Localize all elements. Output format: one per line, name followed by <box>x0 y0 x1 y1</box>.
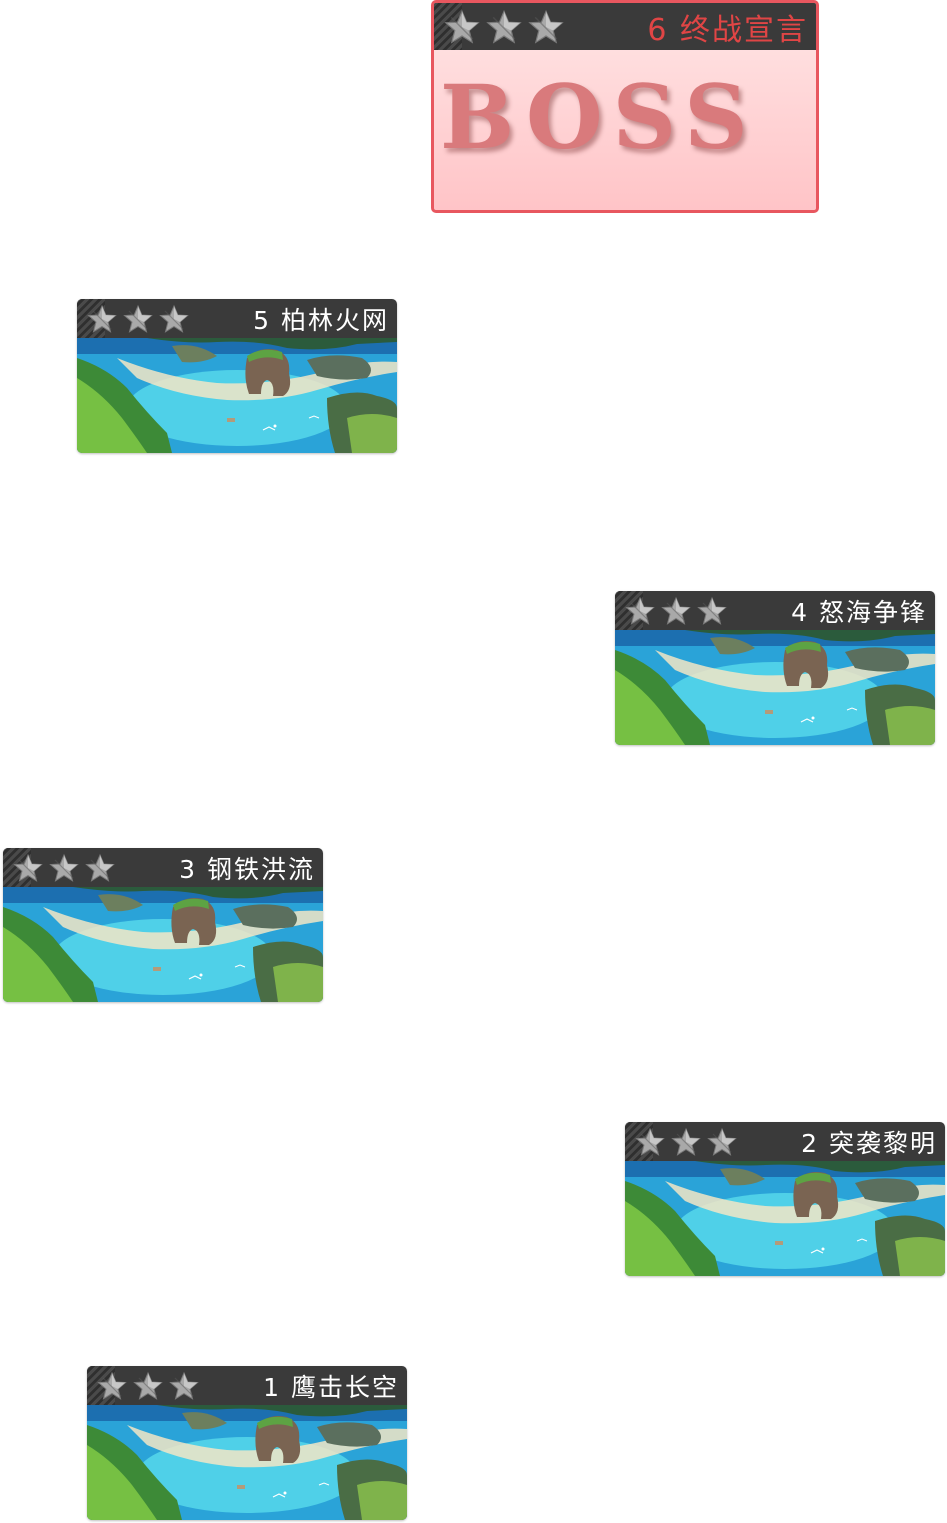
level-card-boss[interactable]: 6 终战宣言 BOSS <box>431 0 819 213</box>
level-card-3[interactable]: 3 钢铁洪流 <box>3 848 323 1002</box>
level-header: 5 柏林火网 <box>77 299 397 338</box>
star-icon <box>97 1371 127 1401</box>
star-icon <box>671 1127 701 1157</box>
star-icon <box>625 596 655 626</box>
level-title: 4 怒海争锋 <box>791 597 927 627</box>
star-rating <box>434 9 564 45</box>
level-card-4[interactable]: 4 怒海争锋 <box>615 591 935 745</box>
level-card-1[interactable]: 1 鹰击长空 <box>87 1366 407 1520</box>
level-thumbnail <box>87 1405 407 1520</box>
level-title: 5 柏林火网 <box>253 305 389 335</box>
star-rating <box>625 1127 737 1157</box>
star-icon <box>707 1127 737 1157</box>
level-title: 3 钢铁洪流 <box>179 854 315 884</box>
star-rating <box>3 853 115 883</box>
level-header: 4 怒海争锋 <box>615 591 935 630</box>
level-thumbnail <box>615 630 935 745</box>
star-icon <box>49 853 79 883</box>
star-icon <box>13 853 43 883</box>
level-title: 2 突袭黎明 <box>801 1128 937 1158</box>
level-card-5[interactable]: 5 柏林火网 <box>77 299 397 453</box>
star-rating <box>77 304 189 334</box>
star-icon <box>133 1371 163 1401</box>
level-card-2[interactable]: 2 突袭黎明 <box>625 1122 945 1276</box>
star-icon <box>159 304 189 334</box>
star-icon <box>661 596 691 626</box>
star-icon <box>528 9 564 45</box>
star-rating <box>87 1371 199 1401</box>
level-thumbnail <box>3 887 323 1002</box>
star-icon <box>486 9 522 45</box>
star-icon <box>169 1371 199 1401</box>
level-header: 1 鹰击长空 <box>87 1366 407 1405</box>
level-title: 6 终战宣言 <box>647 12 808 48</box>
star-icon <box>444 9 480 45</box>
level-thumbnail <box>625 1161 945 1276</box>
star-icon <box>85 853 115 883</box>
star-icon <box>635 1127 665 1157</box>
star-icon <box>697 596 727 626</box>
star-icon <box>123 304 153 334</box>
level-title: 1 鹰击长空 <box>263 1372 399 1402</box>
level-header: 2 突袭黎明 <box>625 1122 945 1161</box>
level-header: 3 钢铁洪流 <box>3 848 323 887</box>
level-thumbnail <box>77 338 397 453</box>
star-rating <box>615 596 727 626</box>
level-header: 6 终战宣言 <box>434 3 816 50</box>
boss-label: BOSS <box>440 65 758 169</box>
star-icon <box>87 304 117 334</box>
